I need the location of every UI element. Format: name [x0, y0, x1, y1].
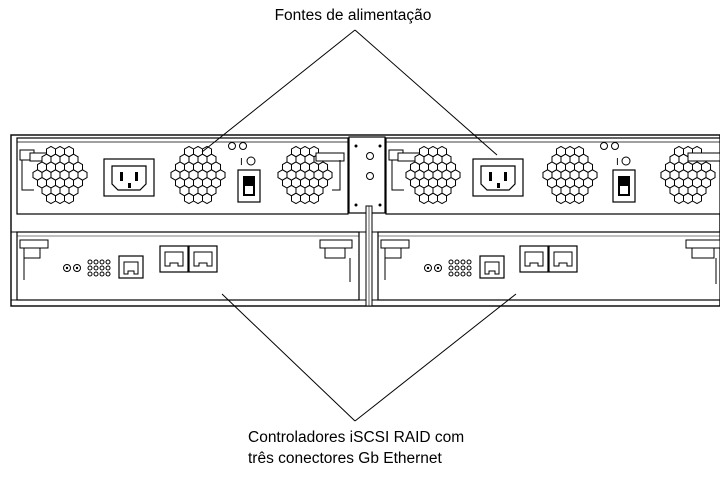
fan-grille-icon [542, 145, 598, 205]
fan-grille-icon [170, 145, 226, 205]
ac-power-inlet-icon [472, 158, 524, 197]
status-led-icon [424, 264, 442, 272]
led-array-icon [448, 259, 472, 277]
power-switch-icon: I [612, 156, 636, 203]
ac-power-inlet-icon [103, 158, 155, 197]
ethernet-port-icon [159, 245, 189, 273]
fan-grille-icon [660, 145, 716, 205]
status-led-icon [600, 142, 619, 150]
ethernet-port-icon [188, 245, 218, 273]
ethernet-port-icon [548, 245, 578, 273]
fan-grille-icon [405, 145, 461, 205]
power-switch-icon: I [237, 156, 261, 203]
power-supplies-callout: Fontes de alimentação [0, 6, 720, 26]
ethernet-port-icon [118, 255, 144, 279]
svg-text:I: I [240, 157, 243, 168]
status-led-icon [63, 264, 81, 272]
controllers-label-line2: três conectores Gb Ethernet [248, 450, 442, 467]
callout-leader-lines [201, 29, 517, 422]
status-led-icon [228, 142, 247, 150]
power-supplies-label: Fontes de alimentação [274, 7, 432, 24]
raid-controller-left [16, 231, 360, 301]
led-array-icon [87, 259, 111, 277]
fan-grille-icon [277, 145, 333, 205]
power-supply-left: I [16, 137, 349, 215]
controllers-callout: Controladores iSCSI RAID com três conect… [248, 428, 464, 470]
controllers-label-line1: Controladores iSCSI RAID com [248, 429, 465, 446]
center-mounting-plate [348, 136, 386, 214]
ethernet-port-icon [479, 255, 505, 279]
svg-text:I: I [616, 157, 619, 168]
center-rail [365, 205, 373, 307]
ethernet-port-icon [519, 245, 549, 273]
power-supply-right: I [385, 137, 720, 215]
fan-grille-icon [32, 145, 88, 205]
raid-controller-right [377, 231, 720, 301]
